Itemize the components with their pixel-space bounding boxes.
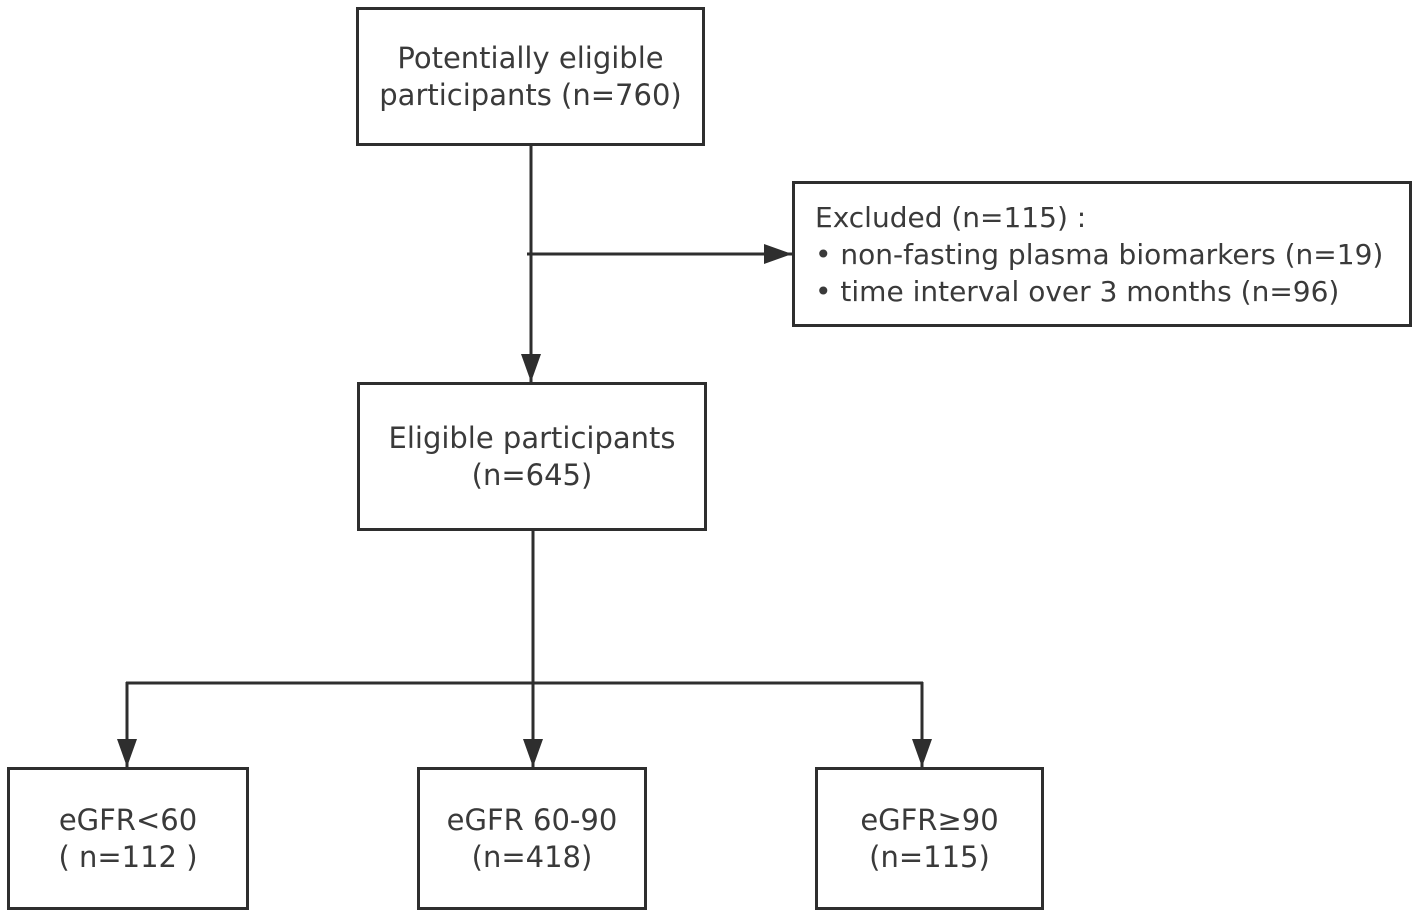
egfr-90-plus-label: eGFR≥90 [860,802,999,837]
egfr-below-60-label: eGFR<60 [58,802,198,837]
excluded-item-non-fasting: • non-fasting plasma biomarkers (n=19) [815,237,1384,271]
eligible-line1: Eligible participants [388,420,676,455]
arrowhead-group-right [912,739,932,767]
arrowhead-group-middle [523,739,543,767]
egfr-90-plus-count: (n=115) [869,839,990,874]
eligible-line2: (n=645) [471,457,593,492]
arrowhead-excluded [764,244,792,264]
excluded-item-time-interval: • time interval over 3 months (n=96) [815,274,1340,308]
box-eligible-participants: Eligible participants (n=645) [357,382,707,531]
box-excluded: Excluded (n=115) : • non-fasting plasma … [792,181,1412,327]
arrowhead-group-left [117,739,137,767]
box-egfr-60-90: eGFR 60-90 (n=418) [417,767,647,910]
box-egfr-below-60: eGFR<60 ( n=112 ) [7,767,249,910]
arrowhead-eligible [521,354,541,382]
egfr-below-60-count: ( n=112 ) [58,839,198,874]
box-egfr-90-plus: eGFR≥90 (n=115) [815,767,1044,910]
potentially-eligible-line1: Potentially eligible [397,40,664,75]
egfr-60-90-count: (n=418) [471,839,593,874]
egfr-60-90-label: eGFR 60-90 [446,802,618,837]
box-potentially-eligible: Potentially eligible participants (n=760… [356,7,705,146]
potentially-eligible-line2: participants (n=760) [379,77,682,112]
excluded-heading: Excluded (n=115) : [815,200,1087,234]
